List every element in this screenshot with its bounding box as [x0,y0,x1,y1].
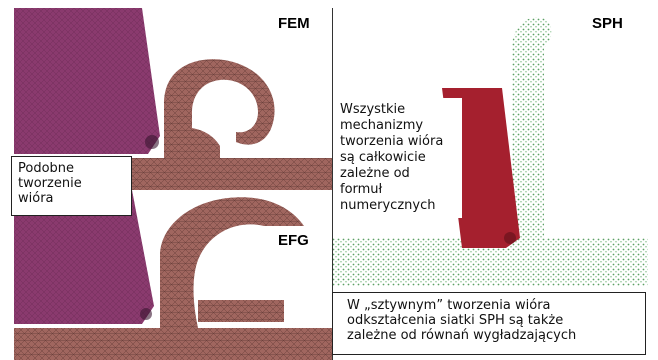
note-numeric-line: są całkowicie [340,150,456,166]
note-numeric-line: formuł [340,182,456,198]
note-similar-line: wióra [18,191,125,206]
sph-particles-chip [512,17,551,238]
note-numeric-line: tworzenia wióra [340,134,456,150]
note-numeric-line: Wszystkie [340,102,456,118]
sph-label: SPH [592,15,623,32]
note-numeric-line: mechanizmy [340,118,456,134]
efg-label: EFG [278,232,309,249]
note-sph-line: W „sztywnym” tworzenia wióra [347,298,635,313]
fem-label: FEM [278,15,310,32]
note-numeric-line: zależne od [340,166,456,182]
note-sph-line: odkształcenia siatki SPH są także [347,313,635,328]
note-similar-line: Podobne [18,161,125,176]
note-similar-line: tworzenie [18,176,125,191]
note-sph-rigid: W „sztywnym” tworzenia wióra odkształcen… [332,292,646,355]
note-numeric-line: numerycznych [340,198,456,214]
note-numerical-formulas: Wszystkie mechanizmy tworzenia wióra są … [334,98,462,218]
note-similar-chip: Podobne tworzenie wióra [11,156,132,216]
note-sph-line: zależne od równań wygładzających [347,328,635,343]
